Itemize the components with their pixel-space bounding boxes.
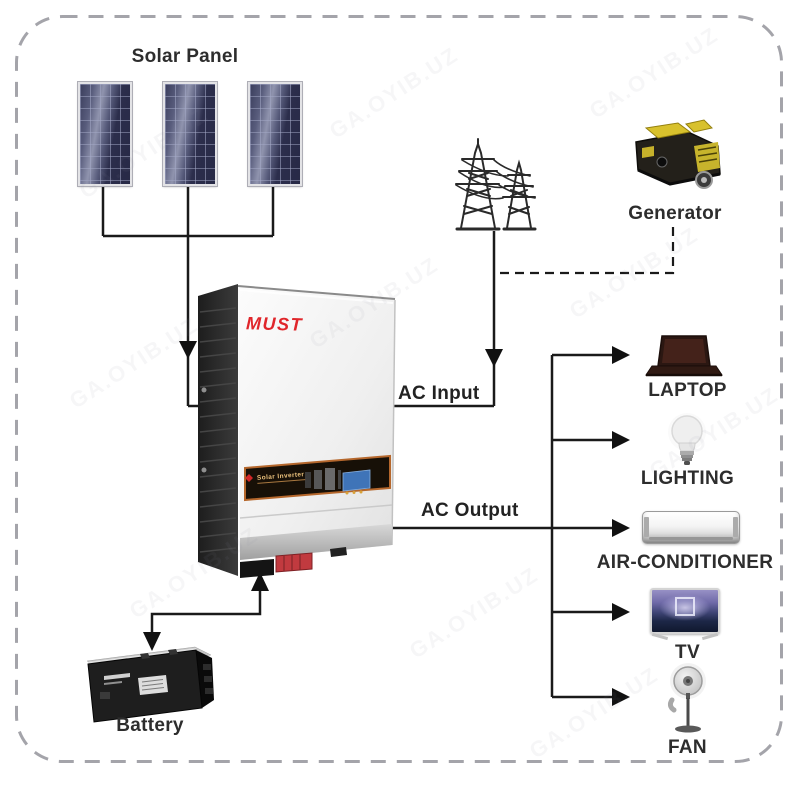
solar-panel-2	[163, 82, 217, 186]
ac-vent	[649, 537, 733, 540]
dashed-border	[15, 15, 783, 763]
ac-input-label: AC Input	[398, 383, 480, 404]
generator-icon	[635, 119, 721, 189]
ac-endcap-left	[644, 517, 649, 537]
fan-icon	[667, 663, 706, 733]
ac-endcap-right	[733, 517, 738, 537]
battery-icon	[86, 646, 214, 723]
ac-input-wire	[392, 231, 496, 408]
ac-input-arrow	[485, 349, 503, 367]
inverter-lcd-display	[342, 469, 371, 492]
battery-wire	[150, 590, 262, 633]
generator-label: Generator	[628, 203, 722, 224]
tv-screen	[650, 588, 720, 634]
solar-panel-1	[78, 82, 132, 186]
load-arrows	[612, 346, 630, 706]
laptop-label: LAPTOP	[648, 380, 727, 401]
air-conditioner-label: AIR-CONDITIONER	[596, 552, 774, 573]
inverter-black-terminal	[240, 559, 274, 578]
battery-arrow-down	[143, 632, 161, 651]
battery-arrow-up	[251, 572, 269, 591]
pv-wires	[101, 182, 275, 408]
inverter-brand-logo: MUST	[245, 313, 304, 335]
solar-panel-label: Solar Panel	[131, 46, 239, 67]
pv-arrow-down	[179, 341, 197, 359]
solar-panel-3	[248, 82, 302, 186]
laptop-icon	[645, 335, 723, 377]
lighting-label: LIGHTING	[640, 468, 735, 489]
tv-icon	[650, 588, 720, 646]
battery-label: Battery	[116, 715, 184, 736]
air-conditioner-icon	[642, 511, 740, 544]
power-grid-towers-icon	[455, 138, 537, 231]
fan-label: FAN	[668, 737, 707, 758]
tv-label: TV	[675, 642, 700, 663]
lightbulb-icon	[668, 413, 706, 465]
ac-output-wires	[390, 353, 612, 699]
generator-dashed-wire	[496, 227, 675, 275]
inverter-red-terminal	[275, 552, 313, 573]
ac-output-label: AC Output	[421, 500, 519, 521]
inverter-unit-icon	[198, 284, 396, 578]
